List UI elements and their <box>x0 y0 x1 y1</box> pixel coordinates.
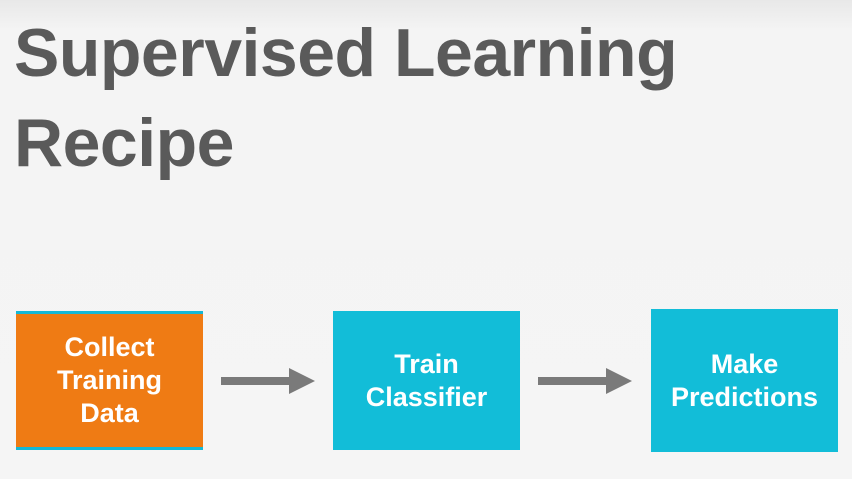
step-label-collect: Collect Training Data <box>56 332 162 428</box>
step-train-classifier: Train Classifier <box>333 311 520 450</box>
step-label-predict: Make Predictions <box>670 348 819 412</box>
slide-title: Supervised Learning Recipe <box>14 8 834 188</box>
step-collect-training-data: Collect Training Data <box>16 311 203 450</box>
step-label-train: Train Classifier <box>365 348 488 412</box>
title-line-1: Supervised Learning <box>14 15 678 91</box>
arrow-right-icon <box>538 368 632 394</box>
title-line-2: Recipe <box>14 105 235 181</box>
step-make-predictions: Make Predictions <box>651 309 838 452</box>
arrow-right-icon <box>221 368 315 394</box>
